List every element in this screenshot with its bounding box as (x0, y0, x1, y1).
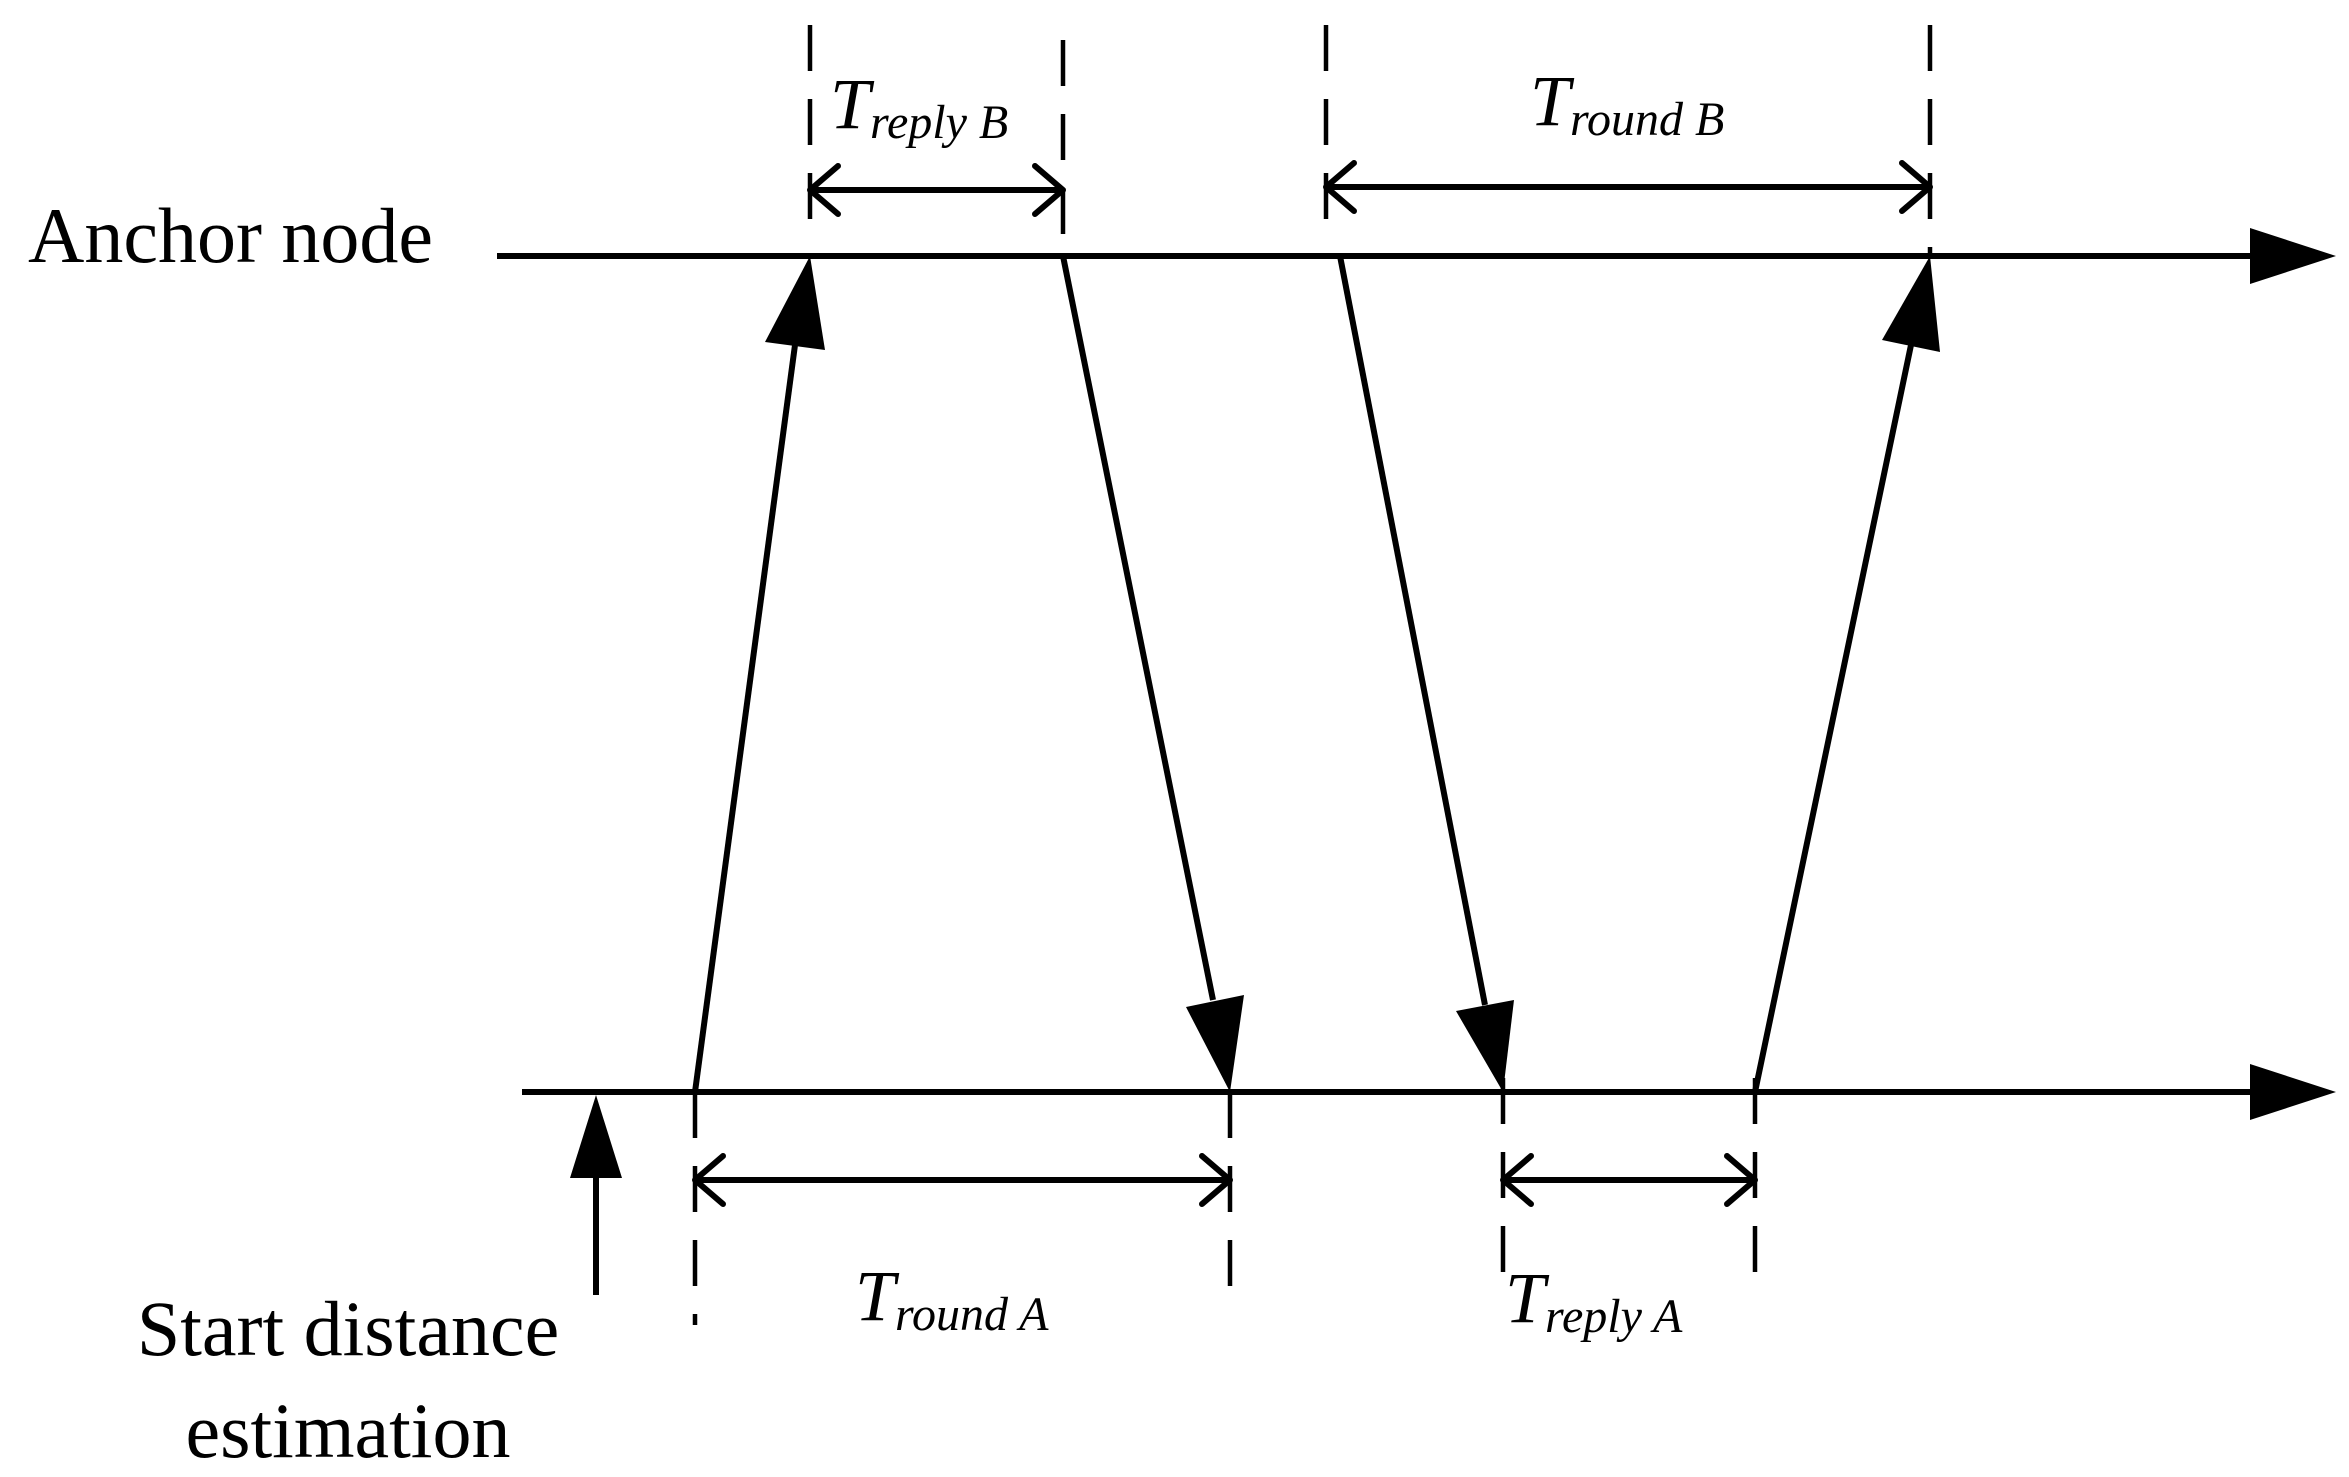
start-distance-label: Start distance (137, 1285, 559, 1372)
estimation-label: estimation (186, 1387, 511, 1474)
anchor-timeline-arrowhead (2250, 228, 2336, 284)
interval-label-round-a: Tround A (855, 1256, 1049, 1341)
interval-arrow-reply-a (1500, 1153, 1758, 1207)
message-reply (1752, 256, 1940, 1093)
anchor-timeline (497, 228, 2336, 284)
message-final (1337, 255, 1514, 1092)
anchor-node-label: Anchor node (28, 192, 433, 279)
interval-label-round-b: Tround B (1530, 61, 1724, 146)
time-markers (692, 25, 1933, 1325)
interval-label-reply-a: Treply A (1505, 1258, 1683, 1343)
tag-timeline (522, 1064, 2336, 1120)
interval-arrow-round-b (1323, 160, 1933, 214)
interval-label-reply-b: Treply B (830, 64, 1008, 149)
message-poll (692, 256, 825, 1093)
message-response (1060, 255, 1244, 1092)
interval-arrow-round-a (692, 1153, 1233, 1207)
start-arrow (570, 1095, 622, 1295)
tag-timeline-arrowhead (2250, 1064, 2336, 1120)
interval-arrow-reply-b (807, 163, 1066, 217)
